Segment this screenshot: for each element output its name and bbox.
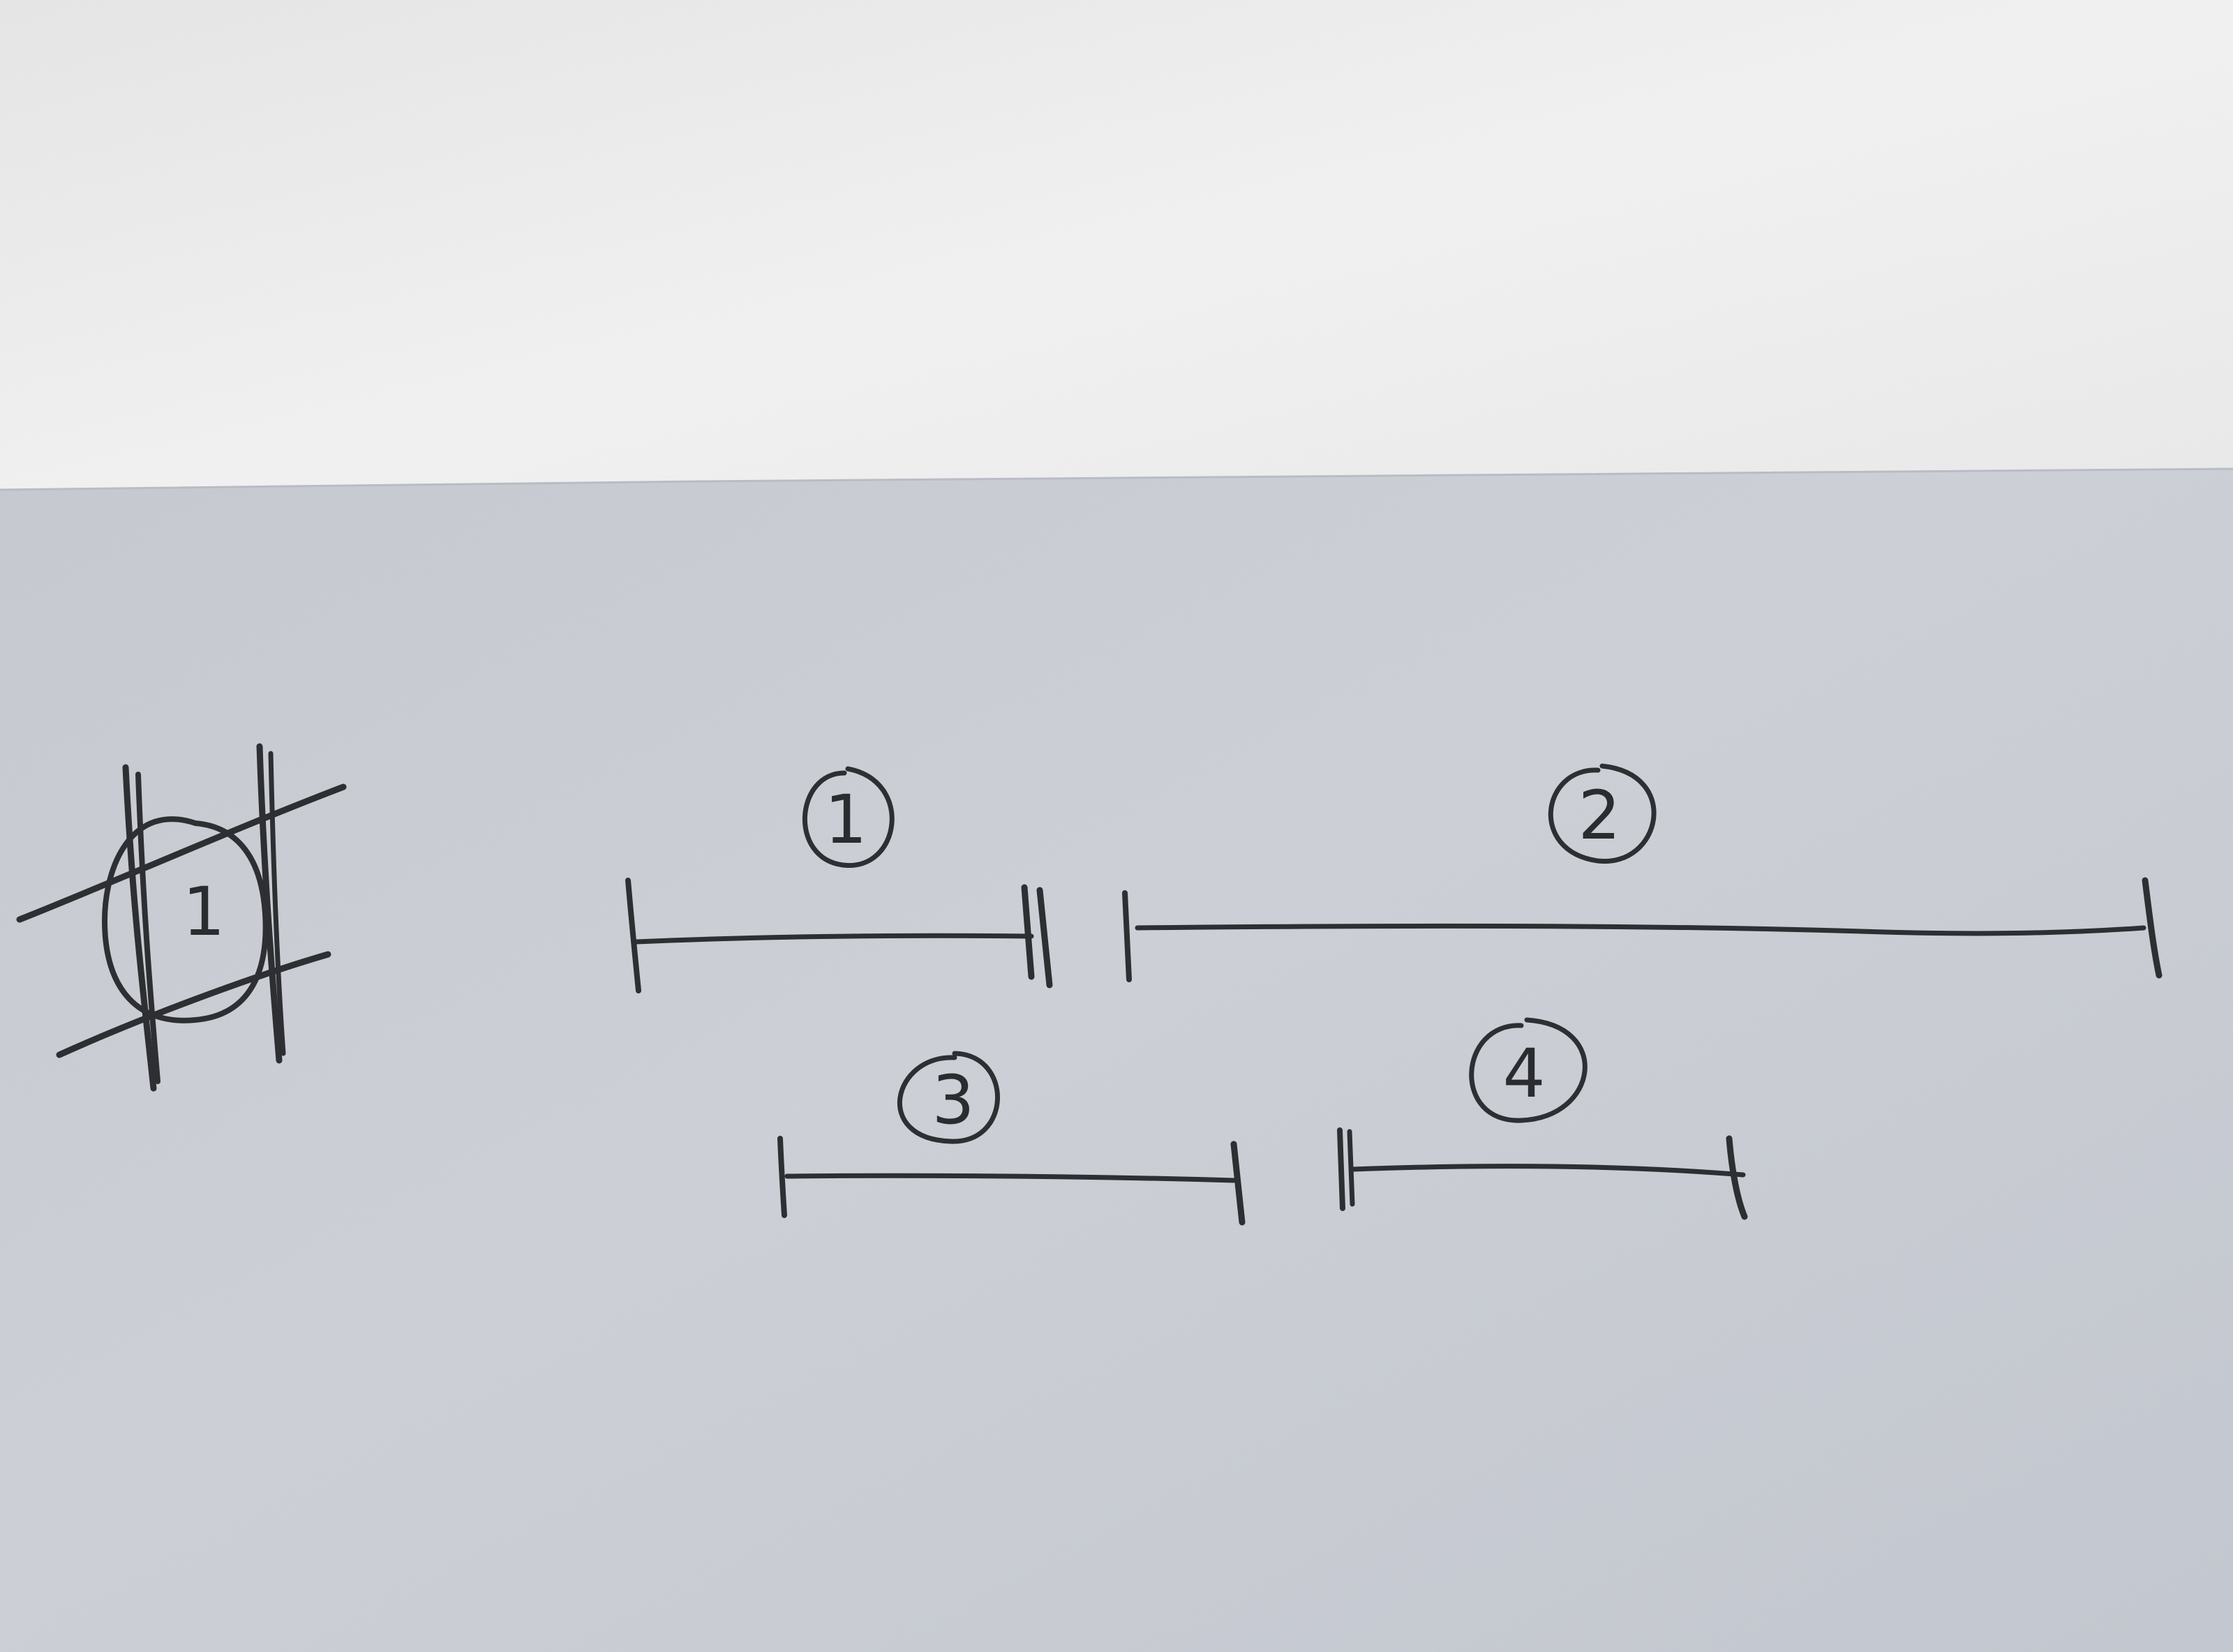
segment-4: 4 xyxy=(1337,1017,1748,1220)
segment-2-label: 2 xyxy=(1578,776,1620,855)
segment-2-label-circle xyxy=(1548,763,1657,864)
segment-4-label-circle xyxy=(1469,1017,1588,1123)
segment-3-label-circle xyxy=(897,1051,1000,1144)
crossed-out-grid-mark: 1 xyxy=(16,743,347,1092)
segment-1-label: 1 xyxy=(824,781,867,859)
segment-4-label: 4 xyxy=(1502,1035,1545,1113)
grid-mark-number: 1 xyxy=(182,873,225,951)
segment-3-label: 3 xyxy=(932,1061,974,1139)
segment-1-label-circle xyxy=(802,766,895,868)
segment-1: 1 xyxy=(625,766,1053,993)
segment-3: 3 xyxy=(777,1051,1246,1226)
segment-2: 2 xyxy=(1122,763,2163,982)
